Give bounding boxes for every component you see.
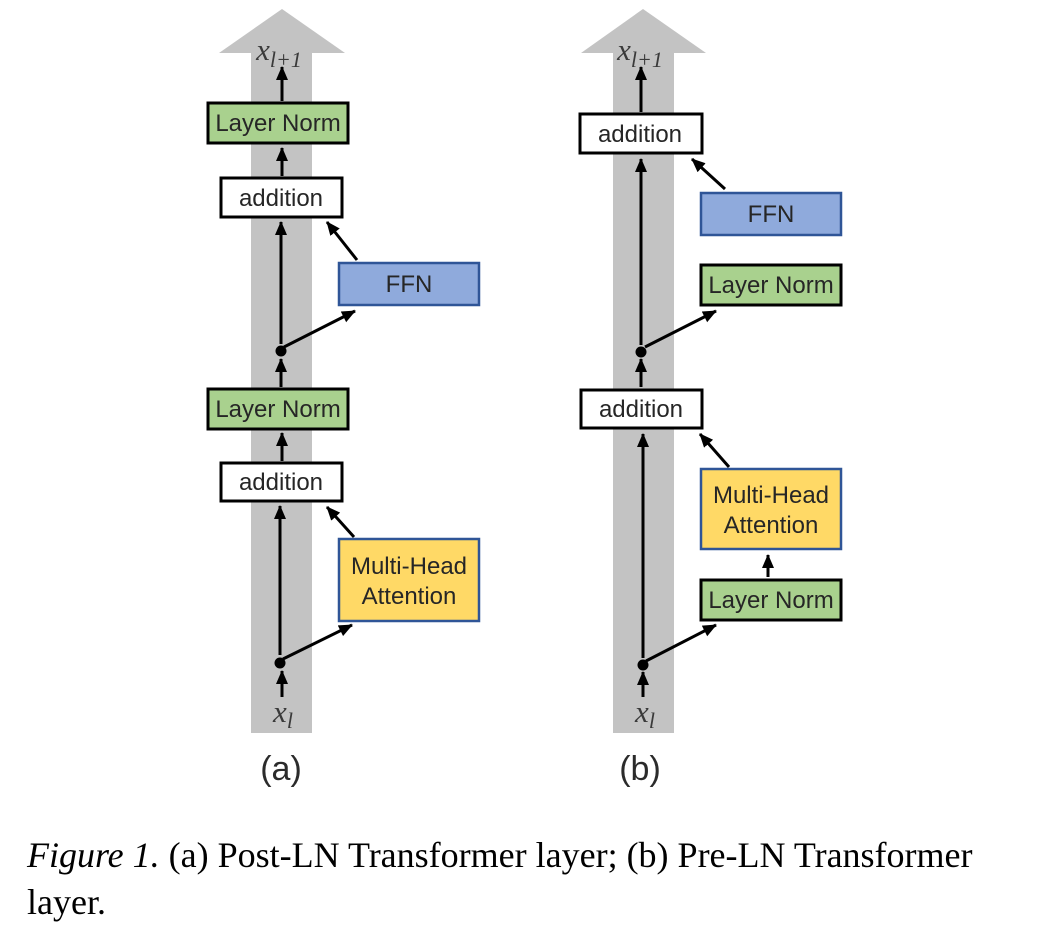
sublabel-a: (a) <box>260 750 302 788</box>
addition-box-a-top: addition <box>219 176 344 219</box>
layer-norm-label: Layer Norm <box>708 272 833 299</box>
ffn-box-a: FFN <box>337 261 481 307</box>
branch-dot-b-lower <box>637 659 649 671</box>
diagram-a-post-ln: Layer Norm addition FFN Layer Norm addit… <box>206 9 481 788</box>
addition-label: addition <box>598 121 682 148</box>
layer-norm-box-b-upper: Layer Norm <box>699 263 843 307</box>
figure-caption-label: Figure 1. <box>27 835 160 875</box>
diagram-b-pre-ln: addition FFN Layer Norm addition Multi-H… <box>578 9 843 788</box>
addition-label: addition <box>239 185 323 212</box>
attention-label-line1: Multi-Head <box>713 482 829 509</box>
layer-norm-box-b-lower: Layer Norm <box>699 578 843 622</box>
flow-arrows-b <box>635 66 774 697</box>
ffn-label: FFN <box>386 271 433 298</box>
multi-head-attention-box-b: Multi-Head Attention <box>699 467 843 551</box>
ffn-box-b: FFN <box>699 191 843 237</box>
branch-dot-b-upper <box>635 346 647 358</box>
figure-caption-text-line2: layer. <box>27 882 106 922</box>
layer-norm-label: Layer Norm <box>215 396 340 423</box>
figure-caption-text-line1: (a) Post-LN Transformer layer; (b) Pre-L… <box>168 835 973 875</box>
addition-box-b-top: addition <box>578 112 704 155</box>
layer-norm-box-a-bottom: Layer Norm <box>206 387 350 431</box>
figure-caption: Figure 1. (a) Post-LN Transformer layer;… <box>27 832 1037 926</box>
multi-head-attention-box-a: Multi-Head Attention <box>337 537 481 623</box>
addition-box-a-bottom: addition <box>219 461 344 503</box>
layer-norm-box-a-top: Layer Norm <box>206 101 350 145</box>
branch-dot-a-lower <box>274 657 286 669</box>
output-label-a: xl+1 <box>255 32 302 72</box>
attention-label-line2: Attention <box>724 512 819 539</box>
attention-label-line1: Multi-Head <box>351 553 467 580</box>
input-label-b: xl <box>634 694 655 733</box>
addition-label: addition <box>239 469 323 496</box>
addition-label: addition <box>599 396 683 423</box>
transformer-diagram-svg: Layer Norm addition FFN Layer Norm addit… <box>206 9 843 788</box>
addition-box-b-mid: addition <box>579 388 704 430</box>
layer-norm-label: Layer Norm <box>708 587 833 614</box>
branch-dot-a-upper <box>275 345 287 357</box>
attention-label-line2: Attention <box>362 583 457 610</box>
flow-arrows-a <box>274 66 359 697</box>
sublabel-b: (b) <box>619 750 661 788</box>
input-label-a: xl <box>272 694 293 733</box>
ffn-label: FFN <box>748 201 795 228</box>
layer-norm-label: Layer Norm <box>215 110 340 137</box>
output-label-b: xl+1 <box>616 32 663 72</box>
